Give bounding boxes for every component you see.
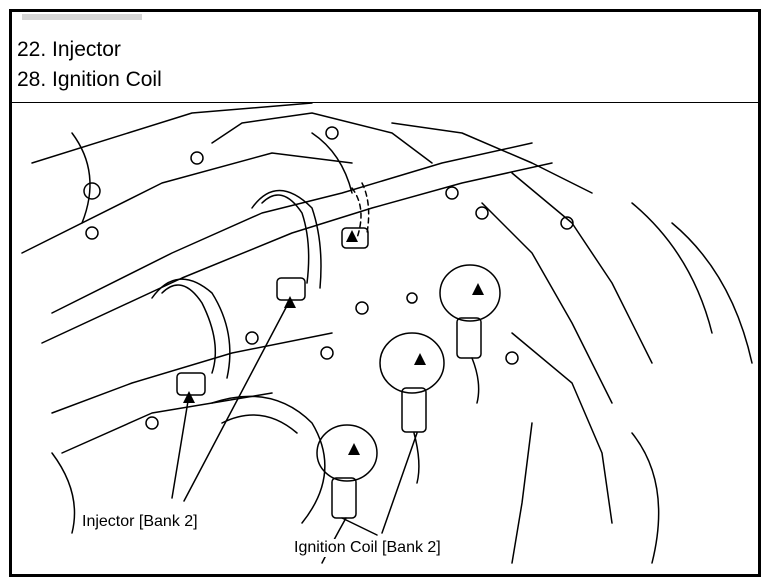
ignition-coil-1 xyxy=(439,264,501,322)
fuel-pipe-left xyxy=(161,284,217,374)
leader-coil-2 xyxy=(381,432,418,534)
fuel-pipe-dashed xyxy=(361,182,370,234)
engine-illustration: Injector [Bank 2] Ignition Coil [Bank 2] xyxy=(12,102,758,574)
manifold-edge-top xyxy=(31,102,313,164)
ignition-coil-2 xyxy=(379,332,445,394)
fuel-pipe-right xyxy=(261,194,310,284)
ignition-coil-3 xyxy=(316,424,378,482)
callout-ignition-coil-bank2: Ignition Coil [Bank 2] xyxy=(292,539,443,557)
callout-injector-bank2: Injector [Bank 2] xyxy=(80,513,200,531)
injector-1 xyxy=(176,372,206,396)
diagram-frame: 22. Injector 28. Ignition Coil xyxy=(9,9,761,577)
leader-coil-3 xyxy=(341,517,378,536)
leader-injector-2 xyxy=(183,299,291,502)
manifold-runner-line xyxy=(51,142,533,314)
legend-item-ignition-coil: 28. Ignition Coil xyxy=(17,68,162,91)
leader-injector-1 xyxy=(171,394,190,499)
legend-header: 22. Injector 28. Ignition Coil xyxy=(12,12,758,103)
faded-header-text xyxy=(22,14,142,20)
manifold-edge-upper xyxy=(21,152,353,254)
injector-2 xyxy=(276,277,306,301)
legend-item-injector: 22. Injector xyxy=(17,38,121,61)
injector-3 xyxy=(341,227,369,249)
engine-line-drawing xyxy=(21,102,753,564)
